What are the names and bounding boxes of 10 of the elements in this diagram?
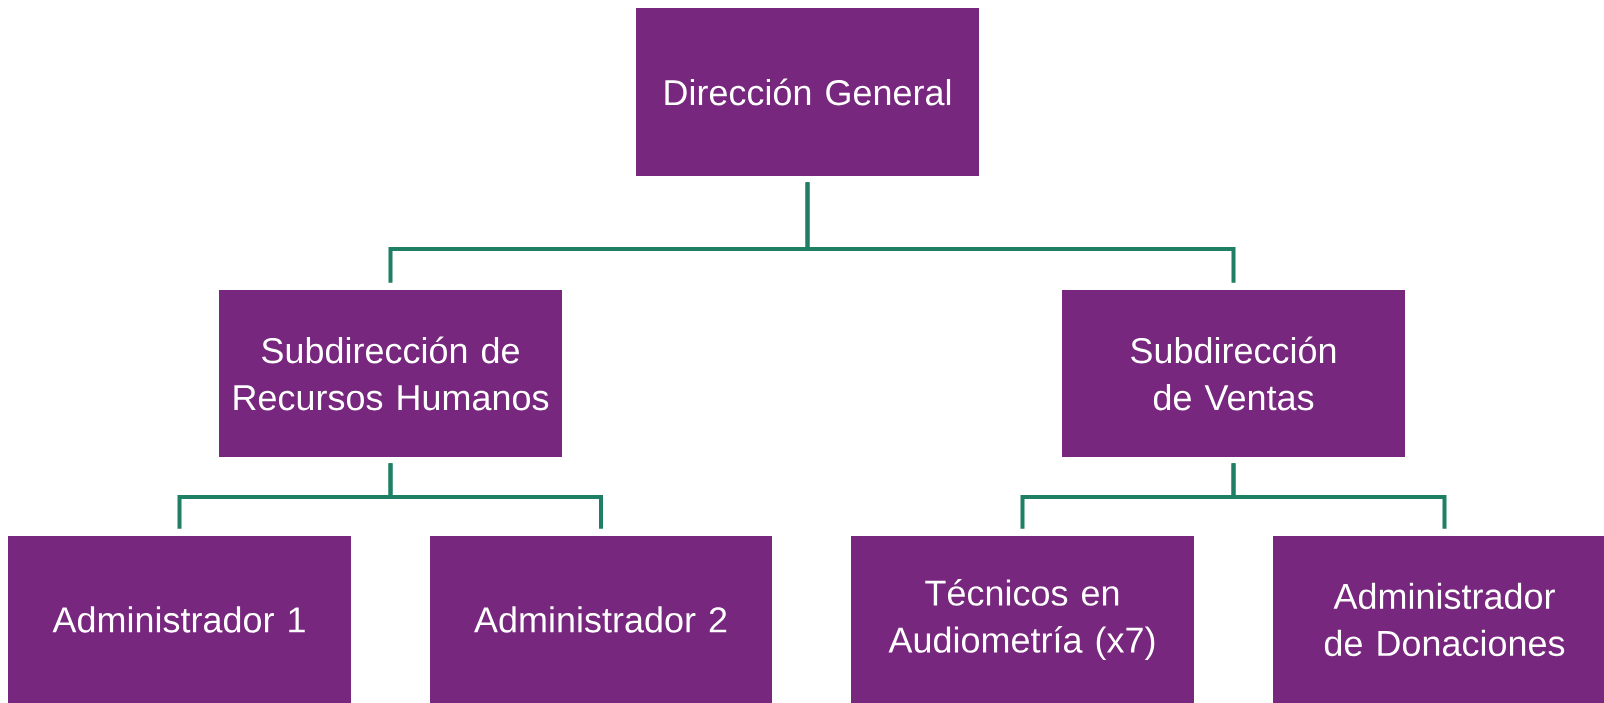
org-box: Subdirección de Ventas xyxy=(1062,290,1405,457)
connector-line xyxy=(388,463,603,529)
org-box: Administrador 2 xyxy=(430,536,772,703)
org-box: Administrador 1 xyxy=(8,536,351,703)
org-box: Dirección General xyxy=(636,8,979,176)
org-box: Administrador de Donaciones xyxy=(1273,536,1604,703)
org-box: Técnicos en Audiometría (x7) xyxy=(851,536,1194,703)
org-box: Subdirección de Recursos Humanos xyxy=(219,290,562,457)
connector-line xyxy=(1231,463,1447,529)
connector-line xyxy=(805,182,1236,283)
